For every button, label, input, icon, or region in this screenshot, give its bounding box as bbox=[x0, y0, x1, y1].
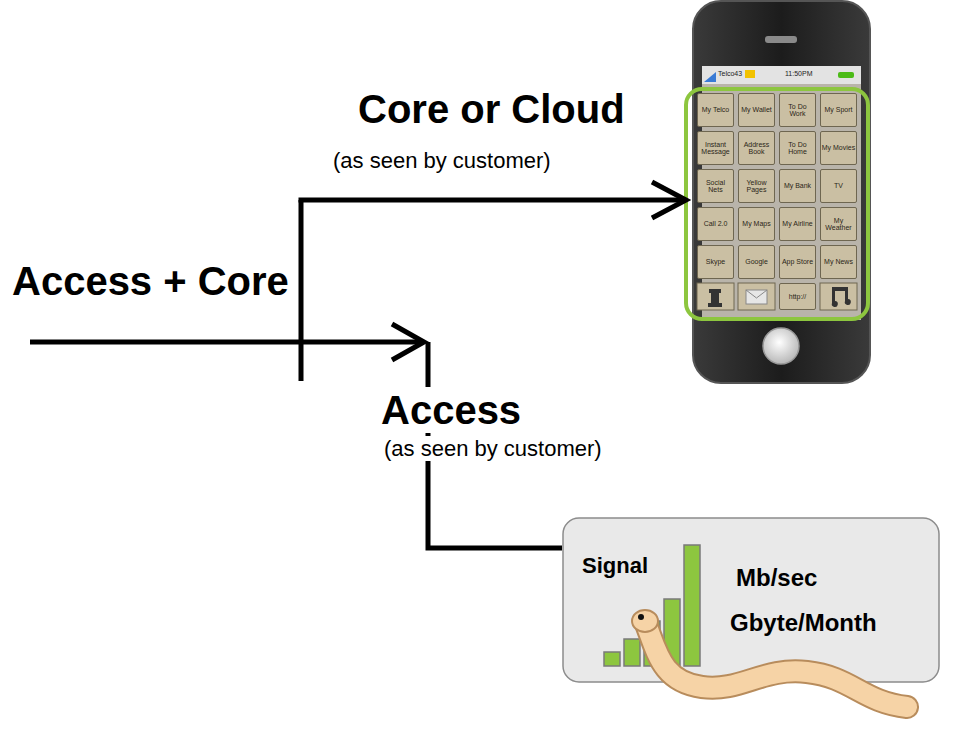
app-name: http:// bbox=[789, 293, 807, 301]
app-tile: To Do Home bbox=[779, 131, 816, 165]
app-name: To Do Home bbox=[780, 141, 815, 156]
access-core-line bbox=[30, 340, 424, 345]
app-name: Google bbox=[745, 258, 768, 266]
icon-tile bbox=[697, 283, 734, 310]
app-name: To Do Work bbox=[780, 103, 815, 118]
app-tile: TV bbox=[820, 169, 857, 203]
worm-body bbox=[646, 624, 907, 707]
app-tile: My Sport bbox=[820, 93, 857, 127]
app-tile: http:// bbox=[779, 283, 816, 310]
app-name: App Store bbox=[782, 258, 813, 266]
app-name: Address Book bbox=[739, 141, 774, 156]
mail-icon bbox=[746, 290, 767, 298]
worm-eye bbox=[638, 614, 644, 620]
app-tile: My Movies bbox=[820, 131, 857, 165]
app-tile: My Weather bbox=[820, 207, 857, 241]
home-button bbox=[763, 328, 799, 364]
icon-tile bbox=[738, 283, 775, 310]
app-name: My News bbox=[824, 258, 853, 266]
status-text: Telco43 bbox=[718, 70, 742, 78]
app-name: My Weather bbox=[821, 217, 856, 232]
app-name: My Sport bbox=[824, 106, 852, 114]
signal-icon bbox=[704, 72, 716, 82]
app-tile: Call 2.0 bbox=[697, 207, 734, 241]
app-tile: Yellow Pages bbox=[738, 169, 775, 203]
app-tile: Google bbox=[738, 245, 775, 279]
diagram-label: Access + Core bbox=[10, 258, 291, 304]
app-tile: My Bank bbox=[779, 169, 816, 203]
app-tile: Instant Message bbox=[697, 131, 734, 165]
wifi-icon bbox=[745, 70, 755, 78]
app-tile: Address Book bbox=[738, 131, 775, 165]
app-name: Social Nets bbox=[698, 179, 733, 194]
branch-line bbox=[299, 200, 304, 381]
app-tile: Skype bbox=[697, 245, 734, 279]
metric-label: Mb/sec bbox=[734, 563, 819, 592]
phone-icon bbox=[708, 289, 722, 307]
app-tile: My Airline bbox=[779, 207, 816, 241]
app-name: TV bbox=[834, 182, 843, 190]
phone-body bbox=[693, 1, 870, 383]
app-tile: Social Nets bbox=[697, 169, 734, 203]
battery-icon bbox=[838, 72, 854, 78]
arrow-head bbox=[652, 182, 686, 218]
diagram-label: (as seen by customer) bbox=[333, 148, 551, 173]
app-name: Skype bbox=[706, 258, 725, 266]
app-tile: My Telco bbox=[697, 93, 734, 127]
diagram-label: Access bbox=[379, 387, 523, 433]
signal-panel: Signal Mb/secGbyte/Month bbox=[562, 517, 940, 683]
app-name: My Airline bbox=[782, 220, 812, 228]
signal-label: Signal bbox=[580, 553, 650, 579]
signal-bar bbox=[684, 545, 700, 666]
app-tile: To Do Work bbox=[779, 93, 816, 127]
app-name: My Telco bbox=[702, 106, 730, 114]
core-line bbox=[299, 198, 687, 203]
status-text: 11:50PM bbox=[785, 70, 813, 78]
highlight-outline bbox=[686, 89, 868, 319]
app-tile: My Maps bbox=[738, 207, 775, 241]
status-bar bbox=[702, 66, 861, 84]
app-name: My Movies bbox=[822, 144, 855, 152]
metric-label: Gbyte/Month bbox=[728, 608, 879, 637]
signal-illustration bbox=[562, 517, 940, 683]
icon-tile bbox=[820, 283, 857, 310]
app-name: Instant Message bbox=[698, 141, 733, 156]
app-tile: My Wallet bbox=[738, 93, 775, 127]
app-name: Yellow Pages bbox=[739, 179, 774, 194]
diagram-label: Core or Cloud bbox=[358, 86, 625, 132]
mail-icon bbox=[746, 290, 767, 304]
signal-bar bbox=[624, 639, 640, 666]
app-name: My Wallet bbox=[741, 106, 771, 114]
worm-body bbox=[646, 624, 907, 707]
panel-outline bbox=[563, 518, 939, 682]
music-icon bbox=[832, 287, 851, 307]
worm-head bbox=[632, 610, 658, 632]
app-name: My Bank bbox=[784, 182, 811, 190]
diagram-label: (as seen by customer) bbox=[382, 436, 604, 461]
app-tile: App Store bbox=[779, 245, 816, 279]
signal-bar bbox=[604, 652, 620, 666]
app-name: My Maps bbox=[742, 220, 770, 228]
speaker-slot bbox=[765, 36, 797, 43]
app-name: Call 2.0 bbox=[704, 220, 728, 228]
app-tile: My News bbox=[820, 245, 857, 279]
arrow-head bbox=[392, 324, 424, 360]
